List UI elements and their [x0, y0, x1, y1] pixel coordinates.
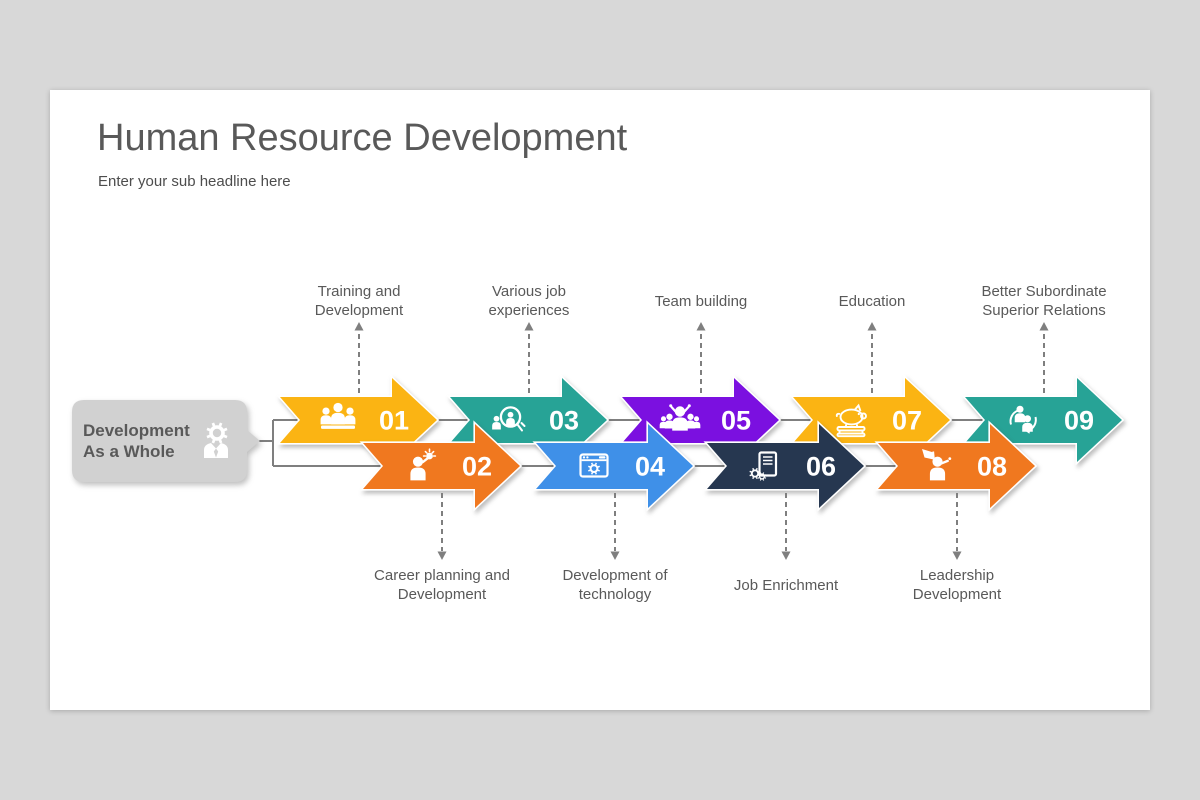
step-connector-07: [867, 322, 877, 393]
step-label-05: Team building: [655, 293, 748, 310]
person-gear-icon: [204, 422, 228, 458]
leader-flag-icon: [922, 449, 952, 481]
step-connector-03: [524, 322, 534, 393]
window-gear-icon: [579, 453, 609, 478]
page-subtitle: Enter your sub headline here: [98, 173, 291, 190]
slide: Human Resource Development Enter your su…: [50, 90, 1150, 710]
step-number: 03: [549, 406, 579, 436]
person-idea-icon: [410, 448, 437, 481]
step-connector-01: [354, 322, 364, 393]
hrd-process-diagram: Development As a Whole 01 03 05 07 09 02 04 06 08 T…: [72, 283, 1125, 603]
step-number: 02: [462, 452, 492, 482]
intro-bubble: Development As a Whole: [72, 400, 260, 482]
step-number: 06: [806, 452, 836, 482]
step-number: 04: [635, 452, 665, 482]
step-number: 08: [977, 452, 1007, 482]
step-connector-08: [952, 493, 962, 560]
step-number: 09: [1064, 406, 1094, 436]
people-sync-icon: [1009, 405, 1037, 434]
page-title: Human Resource Development: [97, 117, 628, 159]
step-number: 05: [721, 406, 751, 436]
step-arrow-04: 04: [532, 420, 696, 512]
person-search-icon: [492, 406, 526, 432]
step-arrow-06: 06: [703, 420, 867, 512]
step-connector-06: [781, 493, 791, 560]
audience-icon: [320, 402, 356, 429]
document-gears-icon: [749, 451, 778, 481]
step-connector-04: [610, 493, 620, 560]
step-label-07: Education: [839, 293, 906, 310]
step-connector-02: [437, 493, 447, 560]
step-number: 01: [379, 406, 409, 436]
step-arrow-02: 02: [359, 420, 523, 512]
step-arrow-08: 08: [874, 420, 1038, 512]
step-number: 07: [892, 406, 922, 436]
team-icon: [659, 404, 701, 431]
piggy-books-icon: [835, 403, 867, 438]
step-connector-05: [696, 322, 706, 393]
intro-bubble-label: Development: [83, 421, 190, 440]
step-connector-09: [1039, 322, 1049, 393]
svg-text:As a Whole: As a Whole: [83, 442, 175, 461]
step-label-06: Job Enrichment: [734, 577, 839, 594]
